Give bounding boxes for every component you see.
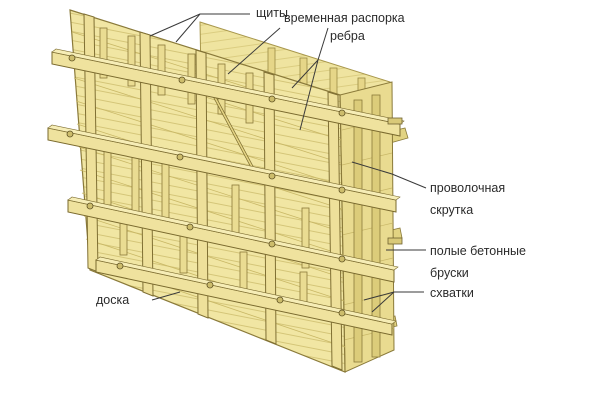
label-wire-twist-line2: скрутка xyxy=(430,203,473,217)
wire-twists xyxy=(66,54,346,317)
label-board: доска xyxy=(96,293,129,307)
label-clamps: схватки xyxy=(430,286,474,300)
label-hollow-bars-line1: полые бетонные xyxy=(430,244,526,258)
label-hollow-bars-line2: бруски xyxy=(430,266,469,280)
hollow-concrete-bars xyxy=(387,117,403,245)
label-wire-twist-line1: проволочная xyxy=(430,181,505,195)
clamps xyxy=(47,51,401,336)
side-vertical-posts xyxy=(353,94,381,363)
leader-lines xyxy=(149,13,427,313)
label-ribs: ребра xyxy=(330,29,365,43)
label-temporary-brace: временная распорка xyxy=(284,11,405,25)
label-shields: щиты xyxy=(256,6,288,20)
